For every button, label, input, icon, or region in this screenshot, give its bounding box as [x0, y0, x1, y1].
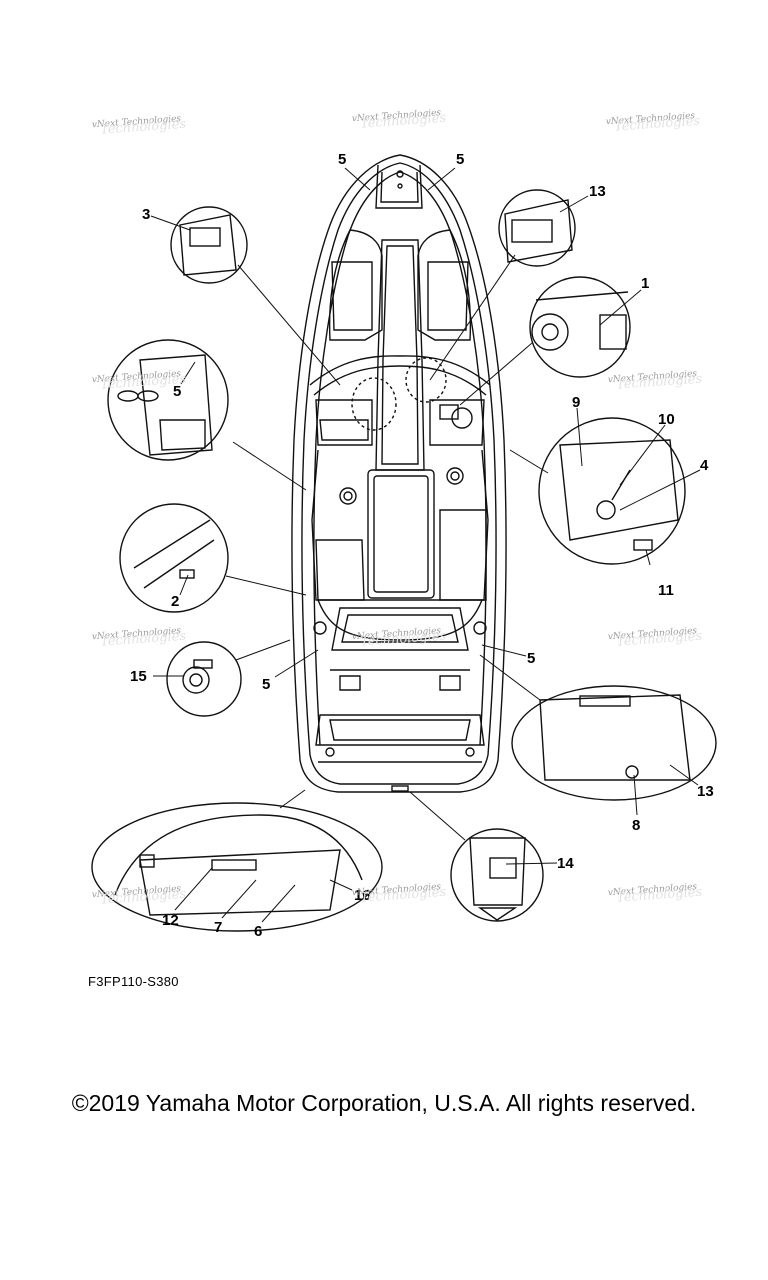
detail-view-13-top [498, 189, 576, 267]
detail-view-14 [450, 828, 544, 922]
detail-view-5-left [107, 339, 229, 461]
callout-1: 1 [641, 275, 650, 292]
callout-8: 8 [632, 817, 641, 834]
detail-view-3 [170, 206, 248, 284]
callout-2: 2 [171, 593, 180, 610]
callout-7: 7 [214, 919, 223, 936]
detail-view-15 [166, 641, 242, 717]
detail-view-13-bottom [511, 685, 717, 801]
callout-4: 4 [700, 457, 709, 474]
callout-13-top: 13 [589, 183, 606, 200]
drawing-code: F3FP110-S380 [88, 974, 179, 989]
detail-view-transom-locker [91, 802, 383, 932]
leader-lines [150, 167, 701, 923]
callout-13-bottom: 13 [697, 783, 714, 800]
detail-view-2 [119, 503, 229, 613]
boat-decal-diagram [91, 154, 717, 932]
callout-10: 10 [658, 411, 675, 428]
detail-view-1 [529, 276, 631, 378]
callout-3: 3 [142, 206, 151, 223]
callout-6: 6 [254, 923, 263, 940]
callout-5-stern-left: 5 [262, 676, 271, 693]
detail-view-4 [538, 417, 686, 565]
callout-11: 11 [658, 582, 674, 599]
copyright-notice: ©2019 Yamaha Motor Corporation, U.S.A. A… [71, 1090, 697, 1116]
callout-15: 15 [130, 668, 147, 685]
callout-16: 16 [354, 887, 371, 904]
callout-5-bow-left: 5 [338, 151, 347, 168]
callout-14: 14 [557, 855, 574, 872]
callout-9: 9 [572, 394, 581, 411]
callout-5-bow-right: 5 [456, 151, 465, 168]
callout-5-left: 5 [173, 383, 182, 400]
hull [291, 154, 507, 793]
callout-12: 12 [162, 912, 179, 929]
callout-5-stern-right: 5 [527, 650, 536, 667]
